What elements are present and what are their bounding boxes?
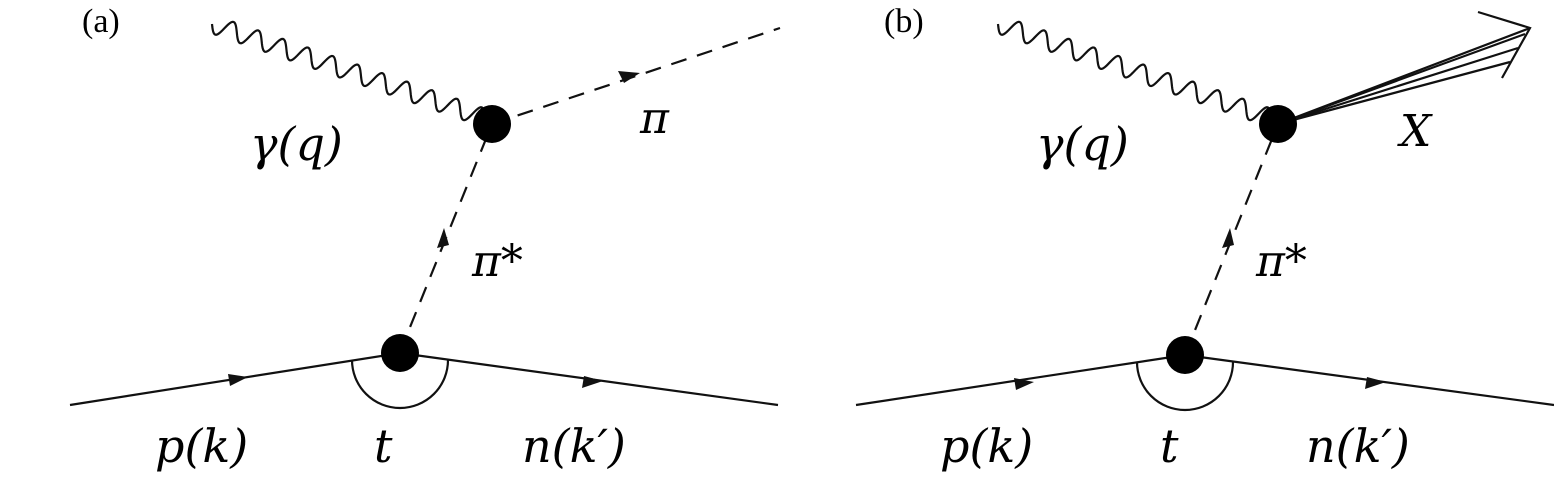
exchange-pion-arrow: [1222, 228, 1234, 248]
panel-a-label: (a): [82, 3, 120, 40]
photon-label: γ(q): [250, 117, 343, 171]
upper-vertex: [1259, 105, 1297, 143]
proton-label: p(k): [940, 419, 1033, 473]
panel-b: (b) γ(q) X π* p(k) t n(k′): [855, 3, 1554, 473]
momentum-transfer-arc: [350, 359, 450, 410]
angle-label: t: [1160, 419, 1179, 473]
lower-vertex: [1166, 336, 1204, 374]
hadronic-jet: [1277, 10, 1532, 126]
outgoing-label: X: [1397, 106, 1433, 157]
panel-b-label: (b): [884, 3, 924, 40]
exchange-label: π*: [471, 236, 523, 287]
neutron-label: n(k′): [1306, 419, 1410, 473]
proton-arrow: [228, 374, 248, 386]
neutron-arrow: [1365, 377, 1386, 389]
proton-label: p(k): [155, 419, 248, 473]
exchange-pion-line: [1183, 123, 1280, 356]
upper-vertex: [473, 105, 511, 143]
photon-label: γ(q): [1036, 117, 1129, 171]
outgoing-label: π: [639, 93, 670, 144]
outgoing-pion-line: [491, 26, 781, 126]
panel-a: (a) γ(q) π π* p(k) t n(k′): [69, 3, 781, 473]
jet-arrowhead: [1477, 10, 1532, 79]
neutron-label: n(k′): [522, 419, 626, 473]
outgoing-pion-arrow: [618, 71, 640, 83]
photon-line: [210, 20, 487, 122]
angle-label: t: [374, 419, 393, 473]
momentum-transfer-arc: [1135, 361, 1235, 412]
exchange-pion-arrow: [437, 228, 449, 248]
proton-arrow: [1014, 378, 1034, 390]
neutron-arrow: [582, 376, 603, 388]
photon-line: [996, 20, 1273, 122]
exchange-label: π*: [1255, 236, 1307, 287]
lower-vertex: [381, 334, 419, 372]
